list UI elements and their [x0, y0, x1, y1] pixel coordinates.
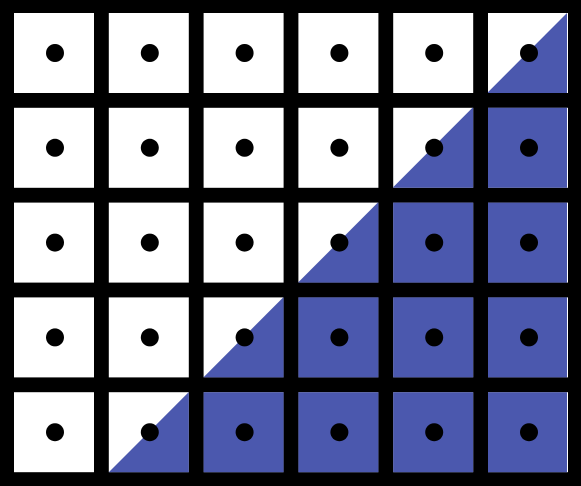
cell-dot: [520, 233, 538, 252]
cell-dot: [235, 44, 254, 62]
cell-dot: [46, 44, 64, 62]
cell-dot: [520, 328, 538, 347]
cell-dot: [140, 138, 159, 157]
cell-dot: [425, 328, 444, 347]
cell-dot: [235, 328, 254, 347]
dots-layer: [46, 44, 538, 442]
cell-dot: [330, 328, 349, 347]
cell-dot: [520, 138, 538, 157]
cell-dot: [235, 423, 254, 442]
cell-dot: [425, 233, 444, 252]
cell-dot: [425, 423, 444, 442]
cell-dot: [330, 423, 349, 442]
cell-dot: [235, 138, 254, 157]
cell-dot: [46, 138, 64, 157]
cell-dot: [520, 423, 538, 442]
cell-dot: [235, 233, 254, 252]
cell-dot: [140, 328, 159, 347]
cell-dot: [330, 44, 349, 62]
cell-dot: [140, 423, 159, 442]
cell-dot: [520, 44, 538, 62]
cell-dot: [46, 233, 64, 252]
cell-dot: [46, 423, 64, 442]
cell-dot: [330, 138, 349, 157]
cell-dot: [425, 44, 444, 62]
cell-dot: [140, 233, 159, 252]
cell-dot: [140, 44, 159, 62]
cell-dot: [46, 328, 64, 347]
cell-dot: [330, 233, 349, 252]
cell-dot: [425, 138, 444, 157]
